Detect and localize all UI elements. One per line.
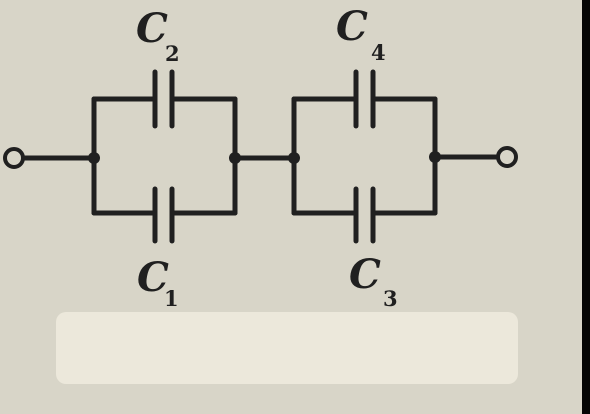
c2-label: C 2 — [136, 5, 180, 66]
left-terminal-circle — [3, 147, 25, 169]
right-parallel-branch — [291, 69, 438, 244]
right-junction-node — [429, 151, 441, 163]
c3-label-subscript: 3 — [383, 286, 398, 311]
left-junction-node — [88, 152, 100, 164]
c4-label-main: C — [336, 3, 368, 50]
c3-label: C 3 — [349, 251, 398, 311]
c4-label-subscript: 4 — [371, 40, 386, 65]
right-terminal-circle — [496, 146, 518, 168]
c2-label-subscript: 2 — [165, 41, 180, 66]
c1-label: C 1 — [137, 254, 179, 311]
c2-label-main: C — [136, 5, 168, 52]
c4-label: C 4 — [336, 3, 386, 65]
middle-left-junction-node — [229, 152, 241, 164]
middle-right-junction-node — [288, 152, 300, 164]
c1-label-subscript: 1 — [164, 286, 179, 311]
c1-label-main: C — [137, 254, 169, 301]
left-parallel-branch — [91, 69, 238, 244]
c3-label-main: C — [349, 251, 381, 298]
junction-nodes — [88, 151, 441, 164]
right-black-border — [582, 0, 590, 414]
terminals — [3, 146, 518, 169]
blank-light-patch — [56, 312, 518, 384]
main-wires — [21, 154, 501, 161]
